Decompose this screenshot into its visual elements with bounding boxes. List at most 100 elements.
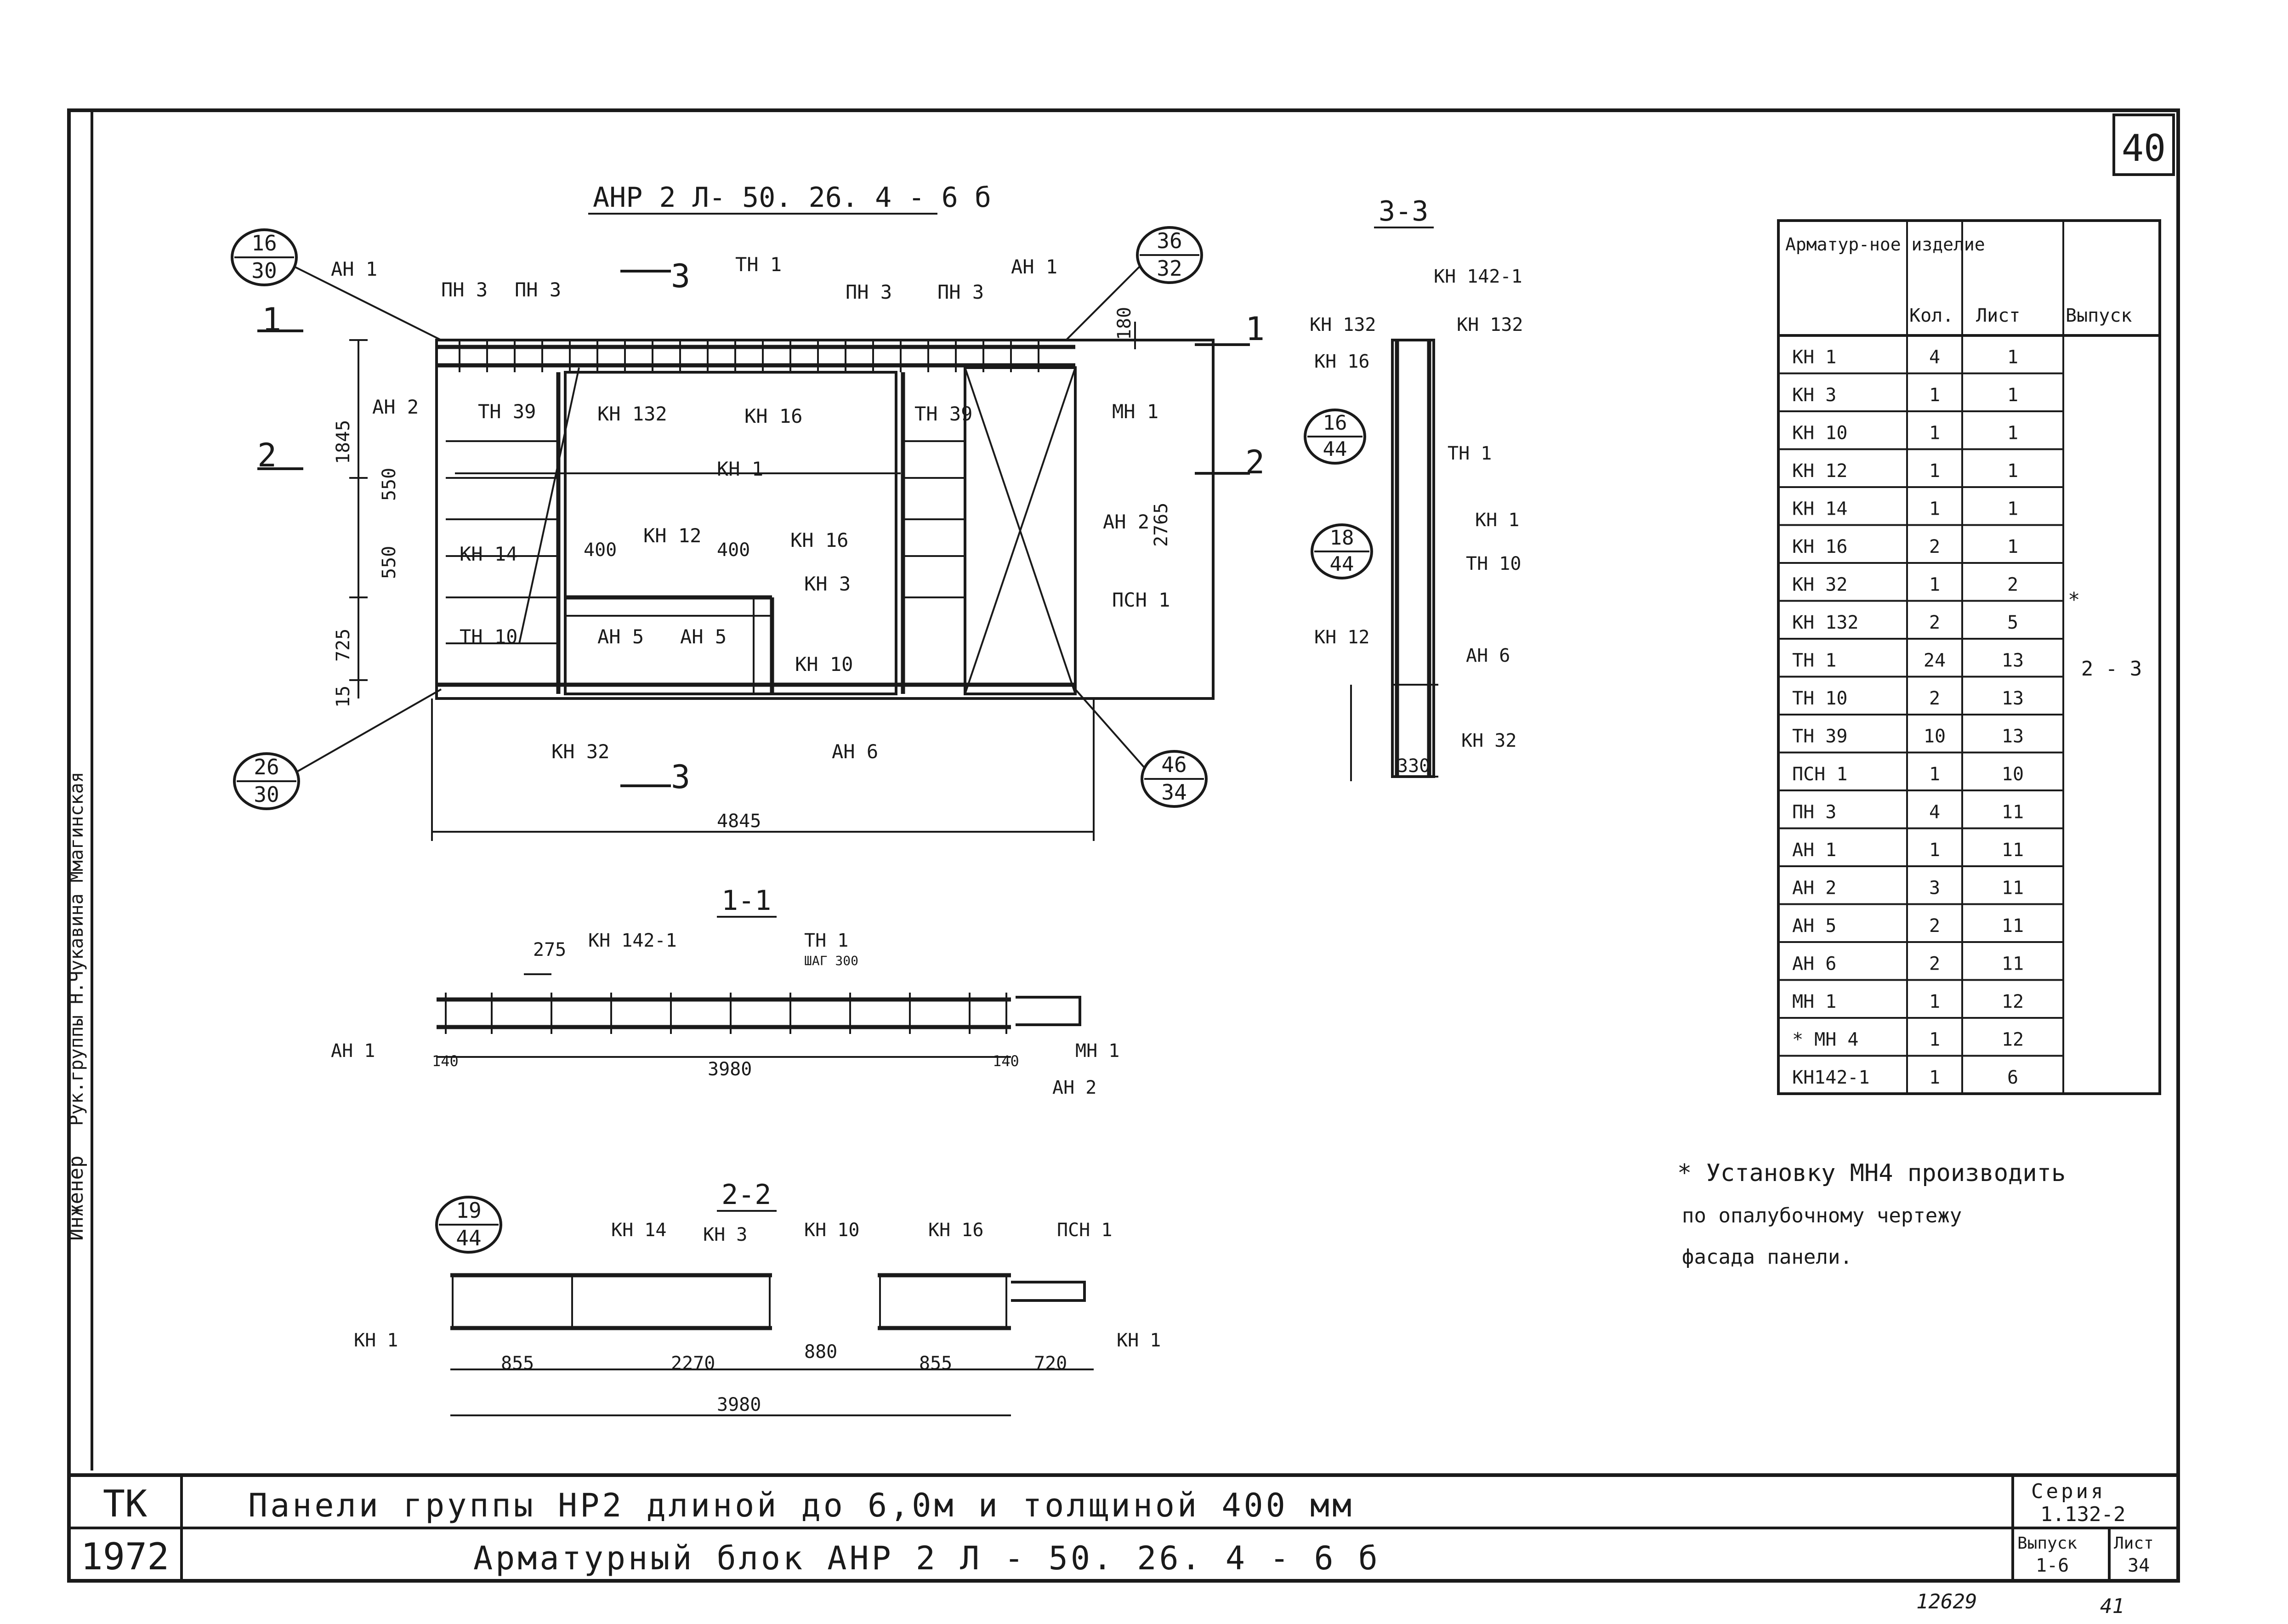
spec-cell: 1 — [2007, 460, 2018, 482]
spec-asterisk: * — [2068, 588, 2080, 612]
sheet-label: Лист — [2114, 1534, 2154, 1553]
spec-cell: ТН 10 — [1792, 688, 1847, 709]
svg-text:3980: 3980 — [708, 1059, 752, 1080]
section-1-1-title: 1-1 — [721, 885, 771, 917]
spec-cell: КН 12 — [1792, 460, 1847, 482]
svg-text:КН 132: КН 132 — [1457, 314, 1523, 335]
spec-cell: ТН 1 — [1792, 650, 1836, 671]
svg-text:18: 18 — [1330, 526, 1354, 550]
page-number: 41 — [2100, 1595, 2124, 1618]
callout-16-44: 16 44 — [1304, 409, 1366, 465]
svg-text:МН 1: МН 1 — [1075, 1040, 1119, 1062]
sheet-value: 34 — [2128, 1555, 2150, 1576]
section-2-2-labels: КН 14 КН 3 КН 10 КН 16 ПСН 1 КН 1 КН 1 8… — [354, 1220, 1161, 1415]
section-2-2-title: 2-2 — [721, 1179, 771, 1211]
spec-cell: 11 — [2002, 915, 2024, 937]
svg-text:КН 142-1: КН 142-1 — [1434, 266, 1522, 287]
title-line-1: Панели группы НР2 длиной до 6,0м и толщи… — [248, 1487, 1354, 1524]
section-3-3-title: 3-3 — [1379, 195, 1428, 227]
svg-text:ТН 1: ТН 1 — [1448, 443, 1492, 464]
svg-text:КН 12: КН 12 — [1314, 627, 1369, 648]
label-pn3-3: ПН 3 — [846, 281, 892, 303]
spec-cell: 11 — [2002, 878, 2024, 899]
svg-text:2765: 2765 — [1151, 503, 1172, 547]
spec-cell: 11 — [2002, 954, 2024, 975]
spec-cell: 13 — [2002, 688, 2024, 709]
label-an6: АН 6 — [832, 740, 878, 763]
spec-cell: 24 — [1924, 650, 1946, 671]
spec-issue-value: 2 - 3 — [2081, 657, 2142, 681]
svg-text:725: 725 — [333, 629, 354, 662]
svg-text:КН 132: КН 132 — [1310, 314, 1376, 335]
svg-text:15: 15 — [333, 686, 354, 708]
spec-header-issue: Выпуск — [2066, 305, 2132, 326]
callout-36-32: 36 32 — [1065, 226, 1203, 341]
callout-46-34: 46 34 — [1074, 688, 1208, 808]
svg-text:32: 32 — [1157, 256, 1182, 281]
svg-text:330: 330 — [1397, 755, 1430, 777]
svg-text:3980: 3980 — [717, 1394, 761, 1415]
main-view-title: АНР 2 Л- 50. 26. 4 - 6 б — [593, 182, 991, 214]
spec-cell: 10 — [1924, 726, 1946, 747]
spec-header-item: Арматур-ное изделие — [1785, 234, 1985, 255]
svg-text:КН 1: КН 1 — [354, 1330, 398, 1351]
main-view-dims: 180 1845 550 550 725 15 400 400 2765 484… — [333, 307, 1172, 832]
spec-cell: 13 — [2002, 726, 2024, 747]
label-an5-2: АН 5 — [680, 625, 727, 648]
spec-cell: 2 — [2007, 574, 2018, 596]
label-pn3-1: ПН 3 — [441, 278, 488, 301]
title-line-2: Арматурный блок АНР 2 Л - 50. 26. 4 - 6 … — [473, 1539, 1380, 1577]
svg-text:44: 44 — [1323, 437, 1347, 461]
svg-text:550: 550 — [379, 468, 400, 501]
note-line-3: фасада панели. — [1682, 1245, 1852, 1269]
spec-cell: КН 14 — [1792, 499, 1847, 520]
spec-cell: * МН 4 — [1792, 1029, 1859, 1050]
svg-text:44: 44 — [456, 1226, 481, 1250]
note: * Установку МН4 производить по опалубочн… — [1677, 1159, 2066, 1269]
svg-text:КН 3: КН 3 — [703, 1224, 747, 1245]
main-view: АНР 2 Л- 50. 26. 4 - 6 б — [231, 182, 1265, 841]
label-pn3-4: ПН 3 — [937, 281, 984, 303]
label-kn1-center: КН 1 — [717, 458, 763, 480]
svg-text:КН 14: КН 14 — [611, 1220, 666, 1241]
spec-cell: 1 — [1929, 1067, 1940, 1088]
spec-cell: 1 — [2007, 499, 2018, 520]
svg-text:855: 855 — [501, 1353, 534, 1374]
svg-text:КН 10: КН 10 — [804, 1220, 859, 1241]
spec-cell: 1 — [1929, 764, 1940, 785]
spec-cell: КН 3 — [1792, 385, 1836, 406]
svg-text:АН 6: АН 6 — [1466, 645, 1510, 666]
section-mark-1-left: 1 — [262, 301, 281, 339]
svg-text:1845: 1845 — [333, 420, 354, 464]
label-kn32: КН 32 — [551, 740, 609, 763]
title-year: 1972 — [81, 1535, 170, 1578]
left-rungs — [446, 440, 965, 644]
side-stamp-role: Инженер — [64, 1156, 88, 1241]
svg-text:36: 36 — [1157, 228, 1182, 253]
issue-label: Выпуск — [2017, 1534, 2077, 1553]
svg-text:720: 720 — [1034, 1353, 1067, 1374]
svg-text:140: 140 — [432, 1052, 459, 1070]
spec-cell: 2 — [1929, 915, 1940, 937]
spec-cell: 2 — [1929, 536, 1940, 557]
spec-header-qty: Кол. — [1909, 305, 1953, 326]
spec-cell: 1 — [1929, 991, 1940, 1012]
svg-text:30: 30 — [251, 258, 277, 283]
label-an1-left: АН 1 — [331, 258, 377, 280]
section-3-3-labels: КН 142-1 КН 132 КН 132 КН 16 ТН 1 КН 1 Т… — [1310, 266, 1523, 777]
svg-text:550: 550 — [379, 546, 400, 579]
label-kn16-top: КН 16 — [744, 405, 802, 427]
svg-text:ШАГ 300: ШАГ 300 — [804, 953, 858, 968]
label-tn1: ТН 1 — [735, 253, 782, 276]
series-label: Серия — [2031, 1480, 2106, 1503]
svg-text:400: 400 — [584, 539, 617, 561]
section-2-2: 2-2 19 44 КН 14 КН 3 КН 10 КН 16 ПСН 1 К… — [354, 1179, 1161, 1416]
side-stamp: Инженер Рук.группы Н.Чукавина Ммагинская — [64, 772, 88, 1241]
spec-cell: АН 1 — [1792, 840, 1836, 861]
label-mn1: МН 1 — [1112, 400, 1158, 423]
label-tn39-right: ТН 39 — [914, 403, 972, 425]
spec-cell: 1 — [2007, 385, 2018, 406]
callout-18-44: 18 44 — [1311, 523, 1373, 579]
spec-cell: 1 — [1929, 460, 1940, 482]
label-pn3-2: ПН 3 — [515, 278, 561, 301]
